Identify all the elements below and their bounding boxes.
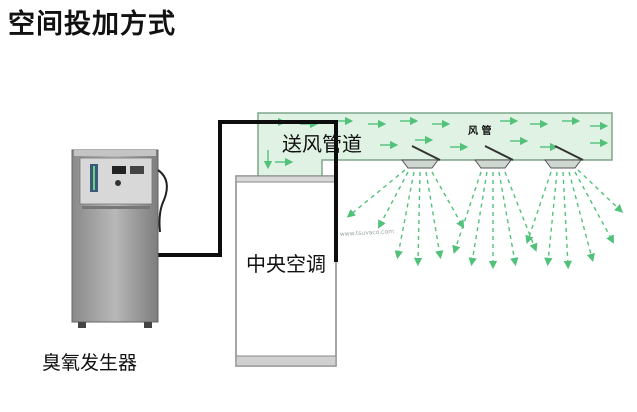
- central-ac-unit: [235, 175, 337, 367]
- duct-label: 送风管道: [282, 132, 362, 156]
- diffuser-2: [474, 145, 514, 169]
- ac-label: 中央空调: [246, 252, 326, 276]
- diffuser-1: [401, 145, 441, 169]
- ozone-generator: [71, 149, 168, 328]
- diffuser-3: [544, 145, 584, 169]
- page-title: 空间投加方式: [8, 9, 176, 40]
- watermark: www.tsuvaco.com: [340, 228, 395, 238]
- ozone-pipe: [158, 120, 338, 262]
- duct-small-label: 风 管: [468, 126, 492, 137]
- outflow-arrows: [346, 169, 624, 270]
- generator-label: 臭氧发生器: [42, 352, 138, 374]
